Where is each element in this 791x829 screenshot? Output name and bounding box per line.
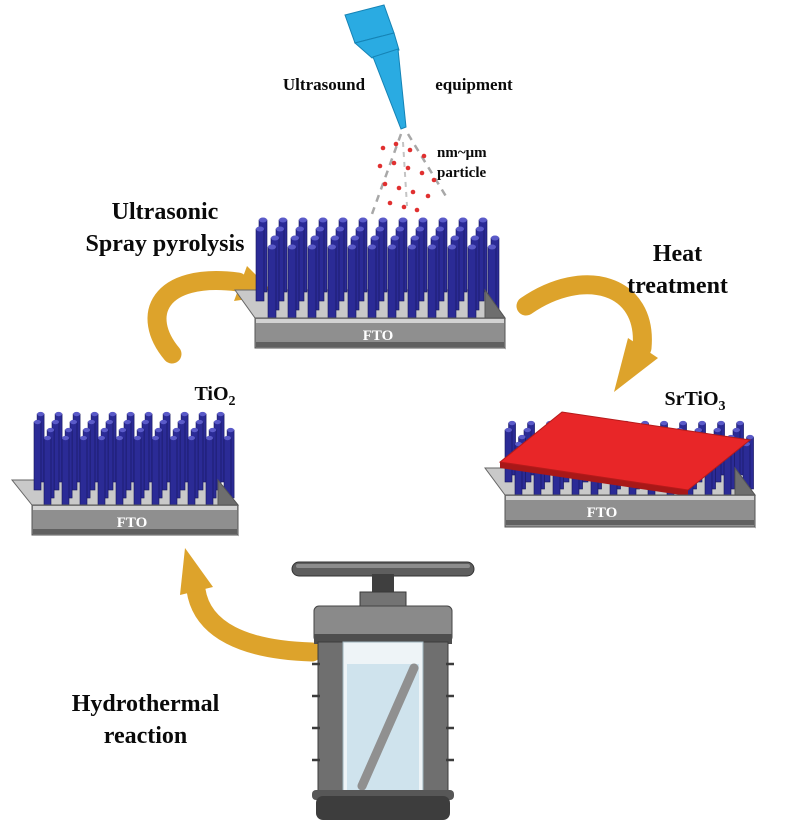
substrate-right: FTO	[484, 411, 756, 529]
label-heat-line1: Heat	[652, 241, 703, 267]
label-ultrasound: Ultrasound	[282, 75, 366, 94]
substrate-right-front-highlight	[506, 496, 754, 500]
particle-dots	[377, 141, 437, 213]
label-spray-pyrolysis: Ultrasonic Spray pyrolysis	[40, 196, 290, 261]
spray-cone	[370, 133, 449, 215]
label-heat-treatment: Heat treatment	[585, 238, 770, 303]
label-particle-word: particle	[437, 165, 487, 182]
substrate-center-front-highlight	[256, 319, 504, 323]
srtio3-film-edge	[500, 462, 688, 496]
ultrasound-equipment-icon	[344, 4, 407, 130]
srtio3-base: SrTiO	[664, 388, 719, 410]
srtio3-film	[498, 411, 752, 491]
label-tio2: TiO2	[180, 381, 250, 412]
arrow-heat-treatment	[516, 275, 652, 358]
arrow-heat-treatment-head	[614, 338, 658, 392]
label-srtio3: SrTiO3	[650, 386, 740, 417]
label-spray-line1: Ultrasonic	[111, 199, 219, 225]
arrow-hydrothermal-head	[180, 548, 213, 595]
substrate-right-front-shade	[506, 520, 754, 525]
label-hydrothermal: Hydrothermal reaction	[28, 688, 263, 753]
arrow-hydrothermal	[186, 580, 322, 662]
nanorod-array-center	[255, 217, 500, 320]
label-heat-line2: treatment	[627, 273, 728, 300]
fto-label-center: FTO	[363, 328, 394, 344]
label-particle: nm~μm particle	[437, 143, 487, 184]
arrow-spray-pyrolysis	[147, 271, 248, 364]
stirring-rod	[357, 663, 419, 791]
substrate-center: FTO	[234, 217, 506, 350]
fto-label-right: FTO	[587, 505, 618, 521]
equipment-needle	[372, 48, 407, 130]
autoclave-base	[316, 796, 450, 820]
tio2-base: TiO	[194, 383, 229, 405]
spray-cone-left-edge	[370, 133, 403, 215]
label-hydro-line2: reaction	[103, 723, 188, 750]
label-particle-size: nm~μm	[437, 145, 487, 161]
substrate-center-front-shade	[256, 342, 504, 347]
substrate-left-front-shade	[33, 529, 237, 534]
spray-cone-center-line	[402, 141, 408, 207]
label-equipment: equipment	[435, 75, 513, 94]
substrate-left-front-highlight	[33, 506, 237, 510]
label-spray-line2: Spray pyrolysis	[85, 231, 245, 258]
fto-label-left: FTO	[117, 515, 148, 531]
nanorod-array-left	[33, 411, 235, 507]
substrate-left: FTO	[10, 411, 240, 537]
autoclave	[291, 561, 475, 820]
tio2-subscript: 2	[228, 394, 236, 409]
autoclave-lid-band	[314, 634, 452, 644]
autoclave-handle-highlight	[296, 564, 470, 568]
label-hydro-line1: Hydrothermal	[71, 691, 220, 717]
srtio3-subscript: 3	[718, 399, 726, 414]
